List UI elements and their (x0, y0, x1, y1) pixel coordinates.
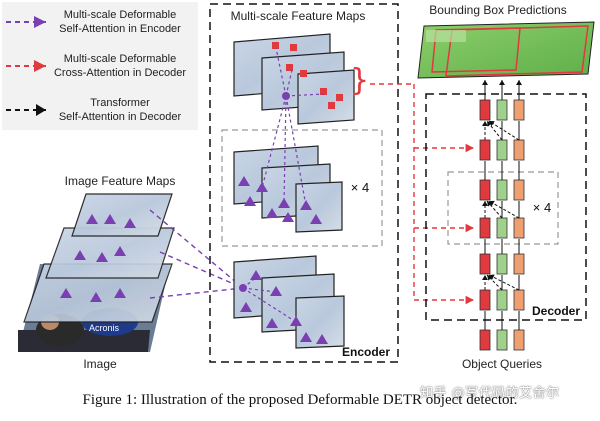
bounding-box-predictions-label: Bounding Box Predictions (429, 3, 566, 17)
encoder-bottom-offset-lines (242, 275, 297, 323)
watermark-text: 知乎 @写代码的艾舍尔 (420, 386, 560, 401)
encoder-bottom-points (240, 270, 328, 344)
decoder-output-lines (482, 80, 522, 100)
legend-black-label-2: Self-Attention in Decoder (59, 111, 182, 123)
decoder-query-cells (479, 99, 525, 351)
image-feature-map-points (60, 214, 136, 302)
encoder-middle-points (238, 176, 322, 224)
decoder-self-attention-arrows (482, 120, 520, 291)
multi-scale-feature-maps-label: Multi-scale Feature Maps (231, 9, 366, 23)
legend-purple-label-1: Multi-scale Deformable (64, 9, 176, 21)
legend-purple-label-2: Self-Attention in Encoder (59, 23, 181, 35)
decoder-vertical-connectors (484, 121, 520, 330)
encoder-box (209, 3, 399, 363)
bounding-box-predictions-image (417, 21, 595, 79)
image-label: Image (83, 357, 117, 371)
encoder-top-map-3 (297, 69, 355, 125)
encoder-top-bracket: } (350, 63, 369, 98)
object-queries-label: Object Queries (462, 357, 542, 371)
encoder-mid-map-3 (295, 181, 343, 233)
decoder-repeat-box (447, 171, 559, 245)
encoder-middle-stack (233, 145, 343, 233)
legend: Multi-scale Deformable Self-Attention in… (2, 2, 198, 130)
encoder-top-offset-lines (275, 47, 325, 97)
image-feature-map-stack (23, 193, 175, 323)
image-feature-maps-label: Image Feature Maps (65, 174, 176, 188)
legend-red-label-1: Multi-scale Deformable (64, 53, 176, 65)
encoder-label: Encoder (342, 345, 390, 359)
figure-caption: Figure 1: Illustration of the proposed D… (82, 392, 518, 408)
encoder-repeat-box (221, 129, 383, 247)
decoder-box (425, 93, 587, 321)
encoder-middle-offset-lines (261, 95, 307, 207)
encoder-top-points (272, 42, 343, 109)
legend-black-label-1: Transformer (90, 97, 150, 109)
decoder-label: Decoder (532, 304, 580, 318)
acronis-text: Acronis (89, 323, 120, 333)
image-feature-map-1 (71, 193, 173, 237)
decoder-times-four: × 4 (533, 200, 551, 215)
encoder-bot-map-3 (295, 295, 345, 349)
encoder-times-four: × 4 (351, 180, 369, 195)
encoder-input-lines (149, 209, 244, 299)
encoder-bottom-stack (233, 255, 345, 349)
cross-attention-lines (370, 83, 474, 305)
legend-red-label-2: Cross-Attention in Decoder (54, 67, 186, 79)
